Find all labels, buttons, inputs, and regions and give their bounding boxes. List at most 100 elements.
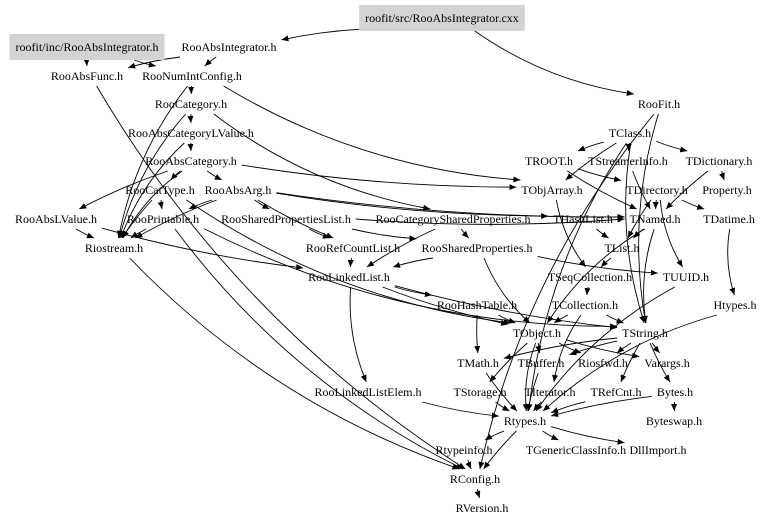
- node-rconfig[interactable]: RConfig.h: [450, 472, 500, 486]
- edge-roocategory-to-roocategorysharedproperties: [213, 113, 431, 211]
- node-tuuid[interactable]: TUUID.h: [663, 270, 709, 284]
- node-roonumintconfig[interactable]: RooNumIntConfig.h: [142, 69, 242, 83]
- node-tgenericclassinfo[interactable]: TGenericClassInfo.h: [526, 443, 626, 457]
- node-trefcnt[interactable]: TRefCnt.h: [591, 385, 642, 399]
- node-rooprintable[interactable]: RooPrintable.h: [127, 212, 199, 226]
- node-tstorage[interactable]: TStorage.h: [454, 385, 507, 399]
- edge-tstring-to-tbuffer: [569, 340, 618, 356]
- node-riostream[interactable]: Riostream.h: [85, 241, 143, 255]
- node-rooabsintegrator[interactable]: RooAbsIntegrator.h: [182, 40, 277, 54]
- node-rooabsfunc[interactable]: RooAbsFunc.h: [51, 69, 123, 83]
- edge-tclass-to-tobjarray: [565, 142, 617, 181]
- node-rooabscategorylvalue[interactable]: RooAbsCategoryLValue.h: [128, 126, 254, 140]
- node-dllimport[interactable]: DllImport.h: [630, 443, 687, 457]
- node-tnamed[interactable]: TNamed.h: [630, 212, 681, 226]
- edge-thashlist-to-tlist: [596, 228, 609, 239]
- edge-tstring-to-varargs: [651, 342, 661, 354]
- edge-tclass-to-tstreamerinfo: [625, 142, 632, 152]
- node-cxx[interactable]: roofit/src/RooAbsIntegrator.cxx: [359, 5, 525, 31]
- node-riosfwd[interactable]: Riosfwd.h: [578, 356, 628, 370]
- node-label: RooAbsLValue.h: [15, 212, 97, 226]
- node-roosharedpropertieslist[interactable]: RooSharedPropertiesList.h: [221, 212, 351, 226]
- node-label: RooCatType.h: [125, 183, 195, 197]
- edge-rooabscategory-to-rooabsarg: [206, 170, 222, 181]
- node-tmath[interactable]: TMath.h: [457, 356, 499, 370]
- node-label: TSeqCollection.h: [548, 270, 632, 284]
- node-rooabslvalue[interactable]: RooAbsLValue.h: [15, 212, 97, 226]
- node-inch[interactable]: roofit/inc/RooAbsIntegrator.h: [9, 34, 165, 60]
- node-rooabscategory[interactable]: RooAbsCategory.h: [145, 154, 237, 168]
- node-tobjarray[interactable]: TObjArray.h: [521, 183, 582, 197]
- edge-rooabscategory-to-tobjarray: [241, 164, 517, 191]
- node-roosharedproperties[interactable]: RooSharedProperties.h: [422, 241, 533, 255]
- node-label: RooHashTable.h: [437, 298, 517, 312]
- edge-troot-to-tdirectory: [577, 168, 622, 183]
- node-rooabsarg[interactable]: RooAbsArg.h: [205, 183, 272, 197]
- node-label: TIterator.h: [525, 385, 576, 399]
- node-label: RooFit.h: [638, 97, 680, 111]
- node-tdictionary[interactable]: TDictionary.h: [686, 154, 753, 168]
- edge-roosharedpropertieslist-to-roorefcountlist: [308, 228, 331, 239]
- node-rtypes[interactable]: Rtypes.h: [504, 414, 546, 428]
- node-roofit[interactable]: RooFit.h: [638, 97, 680, 111]
- node-roolinkedlistelem[interactable]: RooLinkedListElem.h: [315, 385, 422, 399]
- node-roorefcountlist[interactable]: RooRefCountList.h: [306, 241, 400, 255]
- edge-tobject-to-riosfwd: [558, 342, 582, 354]
- edge-roosharedpropertieslist-to-roosharedproperties: [351, 228, 417, 242]
- edge-troot-to-tnamed: [567, 170, 637, 210]
- node-label: RooAbsFunc.h: [51, 69, 123, 83]
- node-tcollection[interactable]: TCollection.h: [552, 298, 618, 312]
- node-rtypeinfo[interactable]: Rtypeinfo.h: [436, 443, 493, 457]
- node-label: TObjArray.h: [521, 183, 582, 197]
- node-tdirectory[interactable]: TDirectory.h: [626, 183, 688, 197]
- node-varargs[interactable]: Varargs.h: [644, 356, 689, 370]
- node-tdatime[interactable]: TDatime.h: [703, 212, 755, 226]
- edge-rooabsintegrator-to-roonumintconfig: [204, 56, 217, 67]
- node-label: Rtypes.h: [504, 414, 546, 428]
- edge-rooprintable-to-tstring: [203, 228, 618, 330]
- node-bytes[interactable]: Bytes.h: [657, 385, 693, 399]
- node-tclass[interactable]: TClass.h: [609, 126, 651, 140]
- node-label: TStreamerInfo.h: [588, 154, 668, 168]
- node-tbuffer[interactable]: TBuffer.h: [518, 356, 565, 370]
- node-tstreamerinfo[interactable]: TStreamerInfo.h: [588, 154, 668, 168]
- node-roocategory[interactable]: RooCategory.h: [155, 97, 227, 111]
- node-tobject[interactable]: TObject.h: [513, 326, 561, 340]
- edge-rooabscategory-to-rooabslvalue: [79, 170, 168, 210]
- node-label: TNamed.h: [630, 212, 681, 226]
- node-tseqcollection[interactable]: TSeqCollection.h: [548, 270, 632, 284]
- edge-roonumintconfig-to-riostream: [116, 85, 188, 239]
- node-titerator[interactable]: TIterator.h: [525, 385, 576, 399]
- edge-tclass-to-rtypes: [526, 142, 627, 412]
- node-roolinkedlist[interactable]: RooLinkedList.h: [308, 270, 390, 284]
- node-property[interactable]: Property.h: [702, 183, 752, 197]
- node-label: RooRefCountList.h: [306, 241, 400, 255]
- edge-roosharedproperties-to-tobject: [483, 257, 531, 324]
- edge-rconfig-to-rversion: [474, 488, 481, 499]
- node-label: Property.h: [702, 183, 752, 197]
- node-label: TStorage.h: [454, 385, 507, 399]
- edge-roocategory-to-riostream: [118, 113, 186, 239]
- edge-tnamed-to-tstring: [641, 228, 655, 324]
- edge-roocategorysharedproperties-to-roolinkedlist: [366, 228, 436, 268]
- edge-cxx-to-roofit: [474, 30, 634, 96]
- node-troot[interactable]: TROOT.h: [525, 154, 573, 168]
- node-roocategorysharedproperties[interactable]: RooCategorySharedProperties.h: [376, 212, 531, 226]
- node-label: RooPrintable.h: [127, 212, 199, 226]
- edge-roosharedpropertieslist-to-tnamed: [355, 216, 625, 225]
- node-label: TCollection.h: [552, 298, 618, 312]
- edge-roolinkedlist-to-tstring: [394, 285, 618, 330]
- edge-tdirectory-to-tlist: [627, 199, 652, 239]
- node-byteswap[interactable]: Byteswap.h: [646, 414, 702, 428]
- node-tlist[interactable]: TList.h: [605, 241, 640, 255]
- node-label: roofit/src/RooAbsIntegrator.cxx: [365, 11, 519, 25]
- node-label: TDatime.h: [703, 212, 755, 226]
- node-htypes[interactable]: Htypes.h: [714, 298, 757, 312]
- node-roohashtable[interactable]: RooHashTable.h: [437, 298, 517, 312]
- node-tstring[interactable]: TString.h: [622, 326, 668, 340]
- node-label: TBuffer.h: [518, 356, 565, 370]
- node-label: TMath.h: [457, 356, 499, 370]
- node-thashlist[interactable]: THashList.h: [553, 212, 613, 226]
- node-rversion[interactable]: RVersion.h: [456, 501, 509, 515]
- node-roocattype[interactable]: RooCatType.h: [125, 183, 195, 197]
